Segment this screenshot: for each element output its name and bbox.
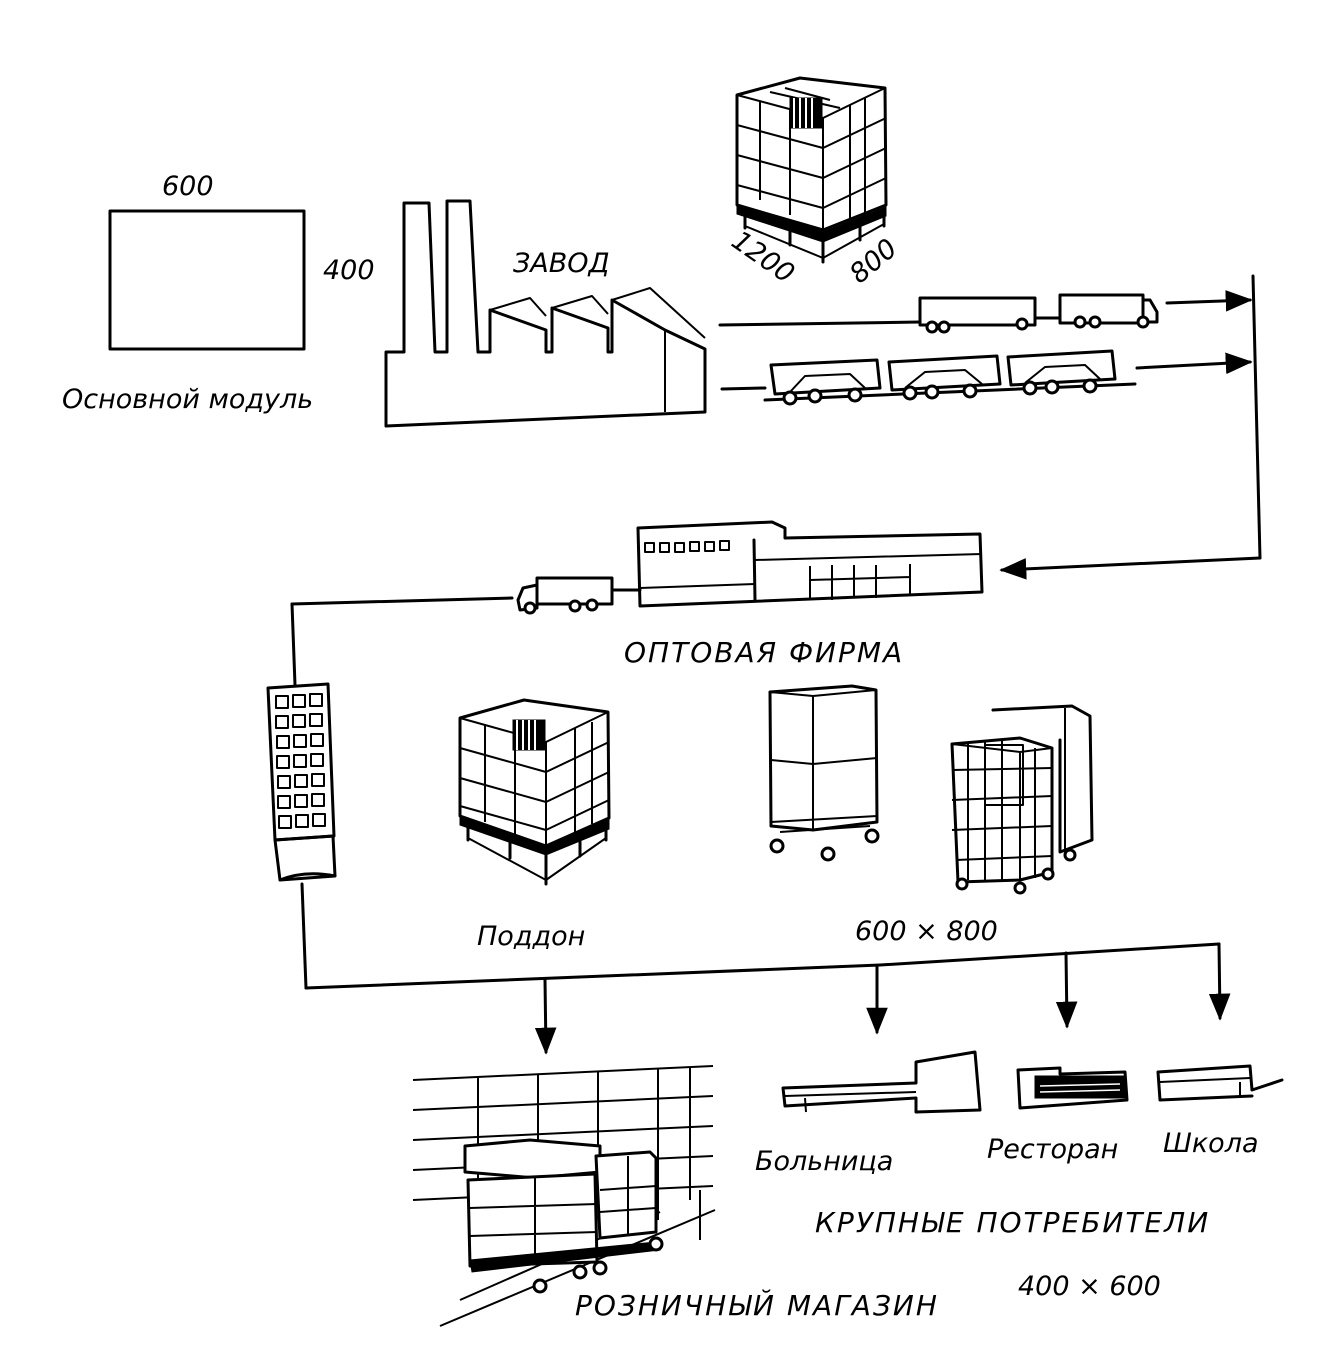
route-left-line [290,602,297,687]
restaurant-label: Ресторан [987,1134,1118,1165]
collector-line [1251,274,1262,560]
factory-icon: ЗАВОД [384,199,707,428]
wholesale-building-icon: ОПТОВАЯ ФИРМА [624,520,984,669]
base-module: 600 400 Основной модуль [62,171,375,415]
module-width-label: 600 [162,171,214,202]
pallet-top-slats [789,97,823,129]
retail-store-icon: РОЗНИЧНЫЙ МАГАЗИН [412,1065,939,1327]
school-icon: Школа [1156,1064,1284,1159]
rack-container-icon [266,682,337,882]
large-consumers-label: КРУПНЫЕ ПОТРЕБИТЕЛИ [815,1206,1210,1239]
roll-container-icons: 600 × 800 [768,684,1094,947]
truck-route [718,290,1253,334]
to-wholesale-arrow [999,556,1262,580]
pallet-label: Поддон [477,921,585,952]
pallet-top-icon: 1200 800 [726,76,903,290]
wholesale-label: ОПТОВАЯ ФИРМА [624,636,904,669]
hospital-icon: Больница [755,1050,982,1177]
factory-label: ЗАВОД [513,248,610,279]
rail-route [720,349,1253,406]
distribution-lines [300,882,1231,1055]
module-height-label: 400 [323,255,375,286]
restaurant-icon: Ресторан [987,1066,1129,1165]
school-label: Школа [1163,1128,1259,1159]
container-size-label: 600 × 800 [855,916,998,947]
consumer-size-label: 400 × 600 [1018,1271,1161,1302]
box-container-icon [768,684,880,862]
module-caption: Основной модуль [62,384,313,415]
rail-wagons-icon [769,349,1117,406]
wholesale-windows [644,540,730,553]
truck-convoy-icon [918,293,1159,334]
rack-cells [275,693,326,829]
pallet-icon: Поддон [458,698,611,952]
retail-label: РОЗНИЧНЫЙ МАГАЗИН [575,1288,939,1322]
cage-trolley-icon [950,704,1094,895]
hospital-label: Больница [755,1146,893,1177]
delivery-truck-icon [290,576,642,615]
